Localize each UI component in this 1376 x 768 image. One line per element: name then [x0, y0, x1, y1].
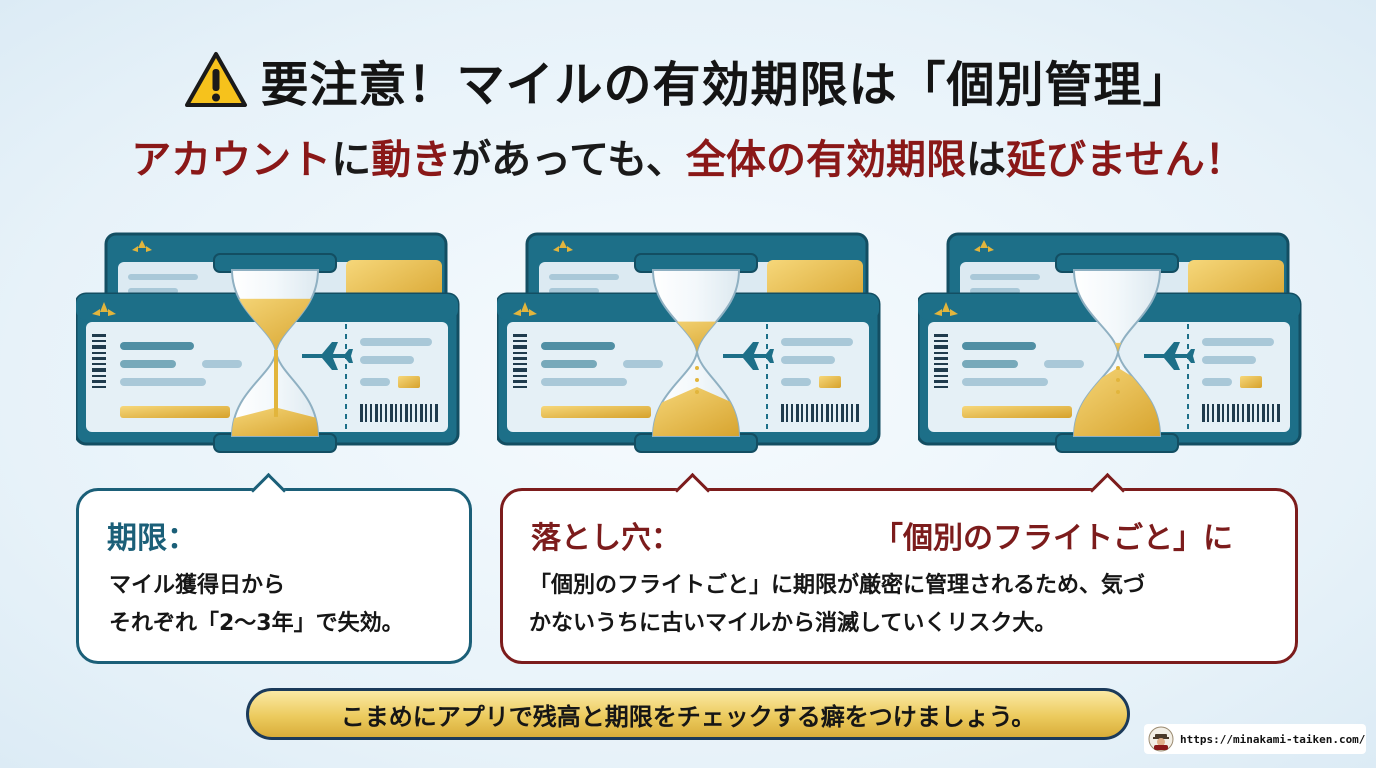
bubble-tail: [674, 472, 711, 509]
url-badge[interactable]: https://minakami-taiken.com/: [1144, 724, 1366, 754]
deadline-bubble: 期限： マイル獲得日から それぞれ「2〜3年」で失効。: [76, 472, 472, 664]
title-text: 要注意！マイルの有効期限は「個別管理」: [260, 57, 1192, 113]
warning-icon: [185, 52, 248, 107]
site-url[interactable]: https://minakami-taiken.com/: [1180, 732, 1366, 746]
pitfall-heading-right: 「個別のフライトごと」に: [873, 521, 1233, 556]
subtitle-part-4: があっても、: [451, 137, 686, 183]
subtitle-part-2: に: [331, 137, 372, 183]
page-title: 要注意！マイルの有効期限は「個別管理」: [0, 40, 1376, 120]
ticket-illustration-3: [918, 226, 1308, 454]
subtitle-part-3: 動き: [371, 137, 452, 183]
pitfall-heading: 落とし穴：: [531, 521, 681, 556]
ticket-illustration-1: [76, 226, 466, 454]
subtitle-part-6: は: [966, 137, 1006, 183]
avatar-icon: [1148, 726, 1174, 752]
deadline-line-1: マイル獲得日から: [109, 573, 286, 598]
ticket-illustration-2: [497, 226, 887, 454]
hourglass: [1055, 253, 1179, 453]
deadline-line-2: それぞれ「2〜3年」で失効。: [109, 611, 404, 636]
bubble-tail: [1089, 472, 1126, 509]
subtitle-part-5: 全体の有効期限: [686, 137, 966, 183]
pitfall-line-2: かないうちに古いマイルから消滅していくリスク大。: [529, 611, 1057, 636]
deadline-heading: 期限：: [107, 521, 197, 556]
pitfall-line-1: 「個別のフライトごと」に期限が厳密に管理されるため、気づ: [529, 573, 1146, 598]
subtitle-part-7: 延びません！: [1006, 137, 1245, 183]
subtitle: アカウントに動きがあっても、全体の有効期限は延びません！: [0, 128, 1376, 192]
cta-banner: こまめにアプリで残高と期限をチェックする癖をつけましょう。: [246, 688, 1130, 740]
subtitle-part-1: アカウント: [131, 137, 332, 183]
bubble-tail: [250, 472, 287, 509]
pitfall-bubble: 落とし穴： 「個別のフライトごと」に 「個別のフライトごと」に期限が厳密に管理さ…: [500, 472, 1298, 664]
